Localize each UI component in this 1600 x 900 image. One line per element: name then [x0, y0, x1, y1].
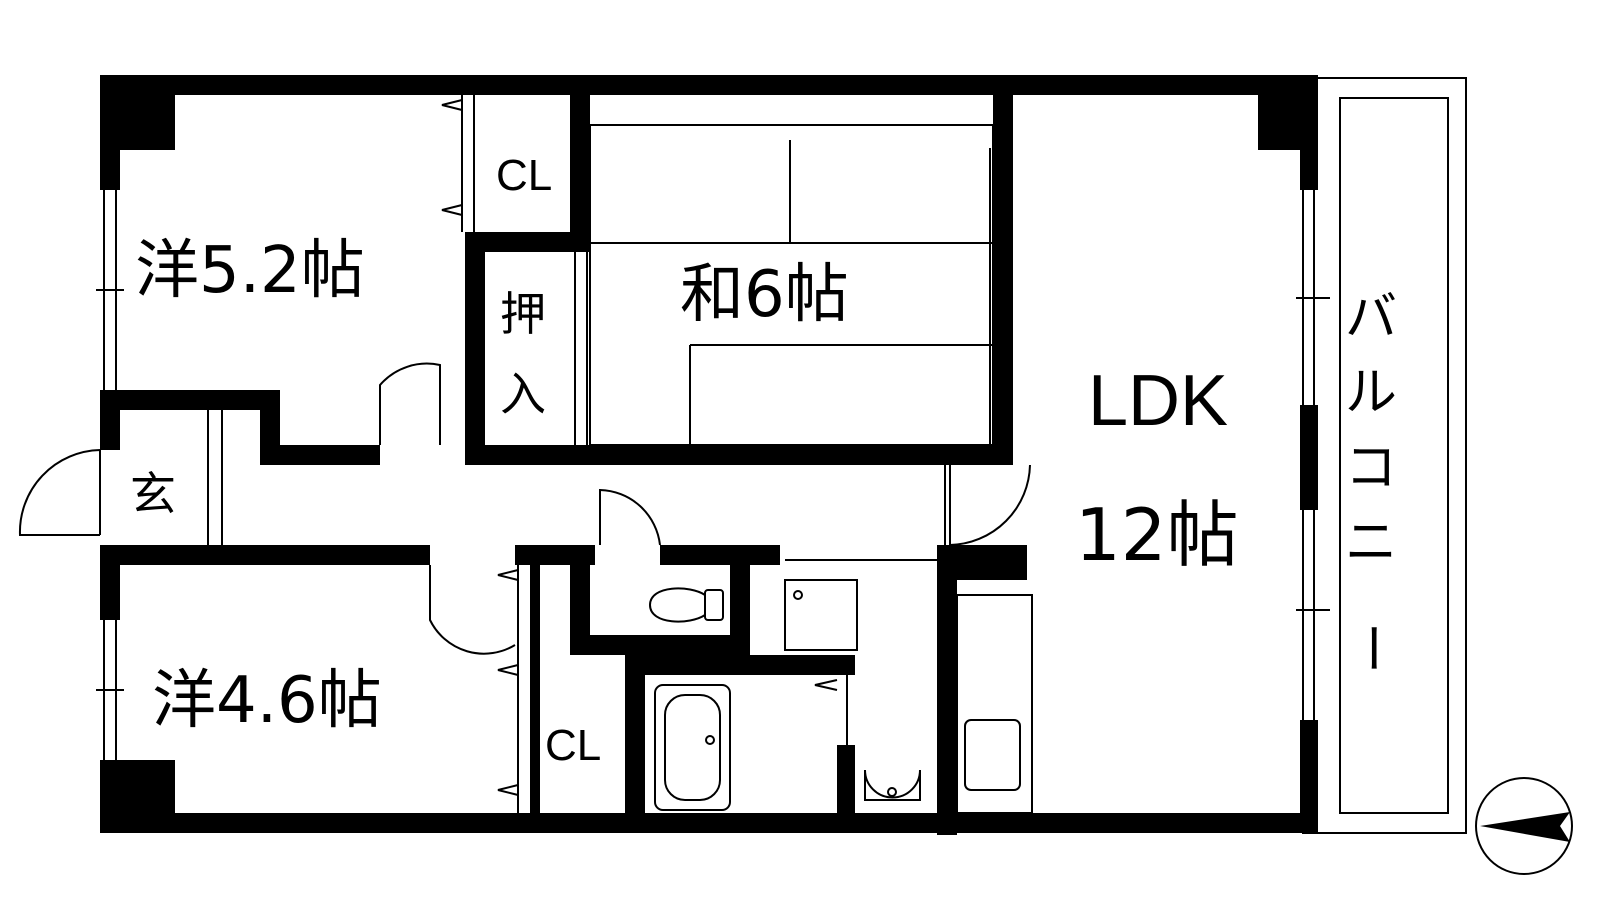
- thin-lines: [207, 95, 994, 813]
- room-label-closet-b: CL: [545, 721, 601, 770]
- kitchen-counter: [956, 594, 1033, 814]
- room-label-japanese: 和6帖: [680, 258, 849, 332]
- windows-left: [96, 190, 124, 765]
- balcony-label-char-1: バ: [1345, 288, 1397, 348]
- toilet-icon: [648, 587, 724, 623]
- room-label-entrance: 玄: [130, 467, 176, 521]
- room-label-oshiire-1: 押: [500, 287, 546, 341]
- balcony-label-char-5: ー: [1341, 622, 1401, 674]
- doors: [18, 362, 1031, 655]
- room-label-oshiire-2: 入: [500, 367, 546, 421]
- bathtub-icon: [654, 684, 731, 811]
- balcony-label-char-2: ル: [1345, 363, 1397, 423]
- room-label-ldk-size: 12帖: [1075, 493, 1239, 577]
- outer-walls: [100, 75, 1318, 833]
- windows-right: [1296, 190, 1330, 720]
- interior-walls: [100, 95, 1027, 835]
- north-arrow-icon: [1475, 777, 1573, 875]
- room-label-western-a: 洋5.2帖: [135, 234, 365, 308]
- balcony-label-char-3: コ: [1345, 438, 1397, 498]
- room-label-closet-a: CL: [496, 151, 552, 200]
- washbasin-icon: [864, 769, 921, 801]
- room-label-ldk: LDK: [1088, 361, 1228, 441]
- balcony-label-char-4: ニ: [1345, 513, 1397, 573]
- room-label-western-b: 洋4.6帖: [152, 664, 382, 738]
